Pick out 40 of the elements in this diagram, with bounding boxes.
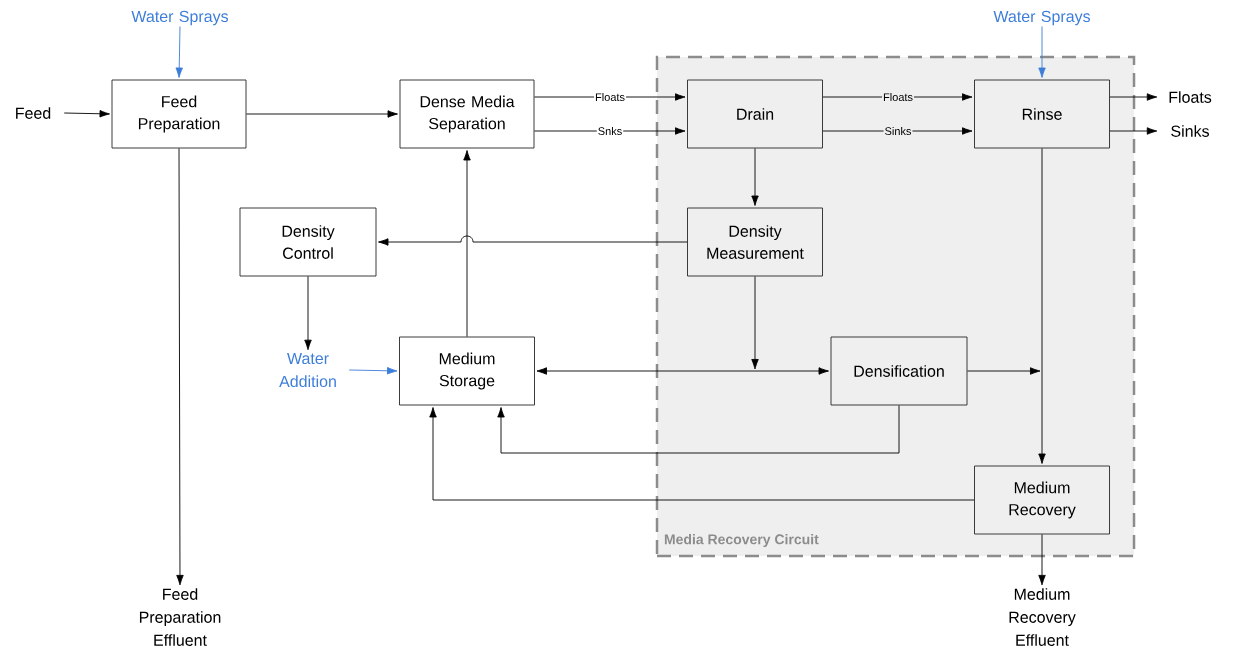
arrow xyxy=(378,235,688,246)
process-box: Medium Recovery xyxy=(974,465,1110,535)
arrow xyxy=(536,367,829,375)
arrow xyxy=(63,110,110,118)
arrow xyxy=(175,26,183,78)
process-box: Density Measurement xyxy=(687,207,823,277)
arrow xyxy=(751,148,759,206)
arrow xyxy=(1109,127,1158,135)
process-box: Feed Preparation xyxy=(111,79,247,149)
arrow xyxy=(751,276,759,370)
stream-label: Sinks xyxy=(1171,125,1209,137)
arrow xyxy=(463,150,471,337)
arrow xyxy=(429,407,975,501)
edge-label: Snks xyxy=(596,125,624,137)
stream-label: Medium Recovery Effluent xyxy=(1009,588,1076,646)
edge-label: Sinks xyxy=(883,125,913,137)
arrow xyxy=(1038,148,1046,464)
process-box: Rinse xyxy=(974,79,1110,149)
process-box: Dense Media Separation xyxy=(399,79,535,149)
arrow xyxy=(1038,534,1046,586)
process-box: Densification xyxy=(830,336,968,406)
arrow xyxy=(176,148,184,586)
process-box: Drain xyxy=(687,79,823,149)
arrow xyxy=(967,367,1041,375)
arrow xyxy=(1038,26,1046,78)
process-box: Medium Storage xyxy=(399,336,535,406)
arrow xyxy=(246,110,398,118)
process-box: Density Control xyxy=(239,207,377,277)
stream-label: Feed Preparation Effluent xyxy=(139,588,221,646)
arrow xyxy=(1109,93,1158,101)
edge-label: Floats xyxy=(594,91,626,103)
arrow xyxy=(348,367,398,375)
stream-label: Water Sprays xyxy=(131,10,228,26)
edge-label: Floats xyxy=(882,91,914,103)
stream-label: Water Sprays xyxy=(993,10,1091,26)
stream-label: Feed xyxy=(16,107,51,119)
stream-label: Floats xyxy=(1169,91,1212,103)
arrow xyxy=(497,405,900,454)
arrow xyxy=(304,276,312,351)
stream-label: Water Addition xyxy=(279,352,336,388)
